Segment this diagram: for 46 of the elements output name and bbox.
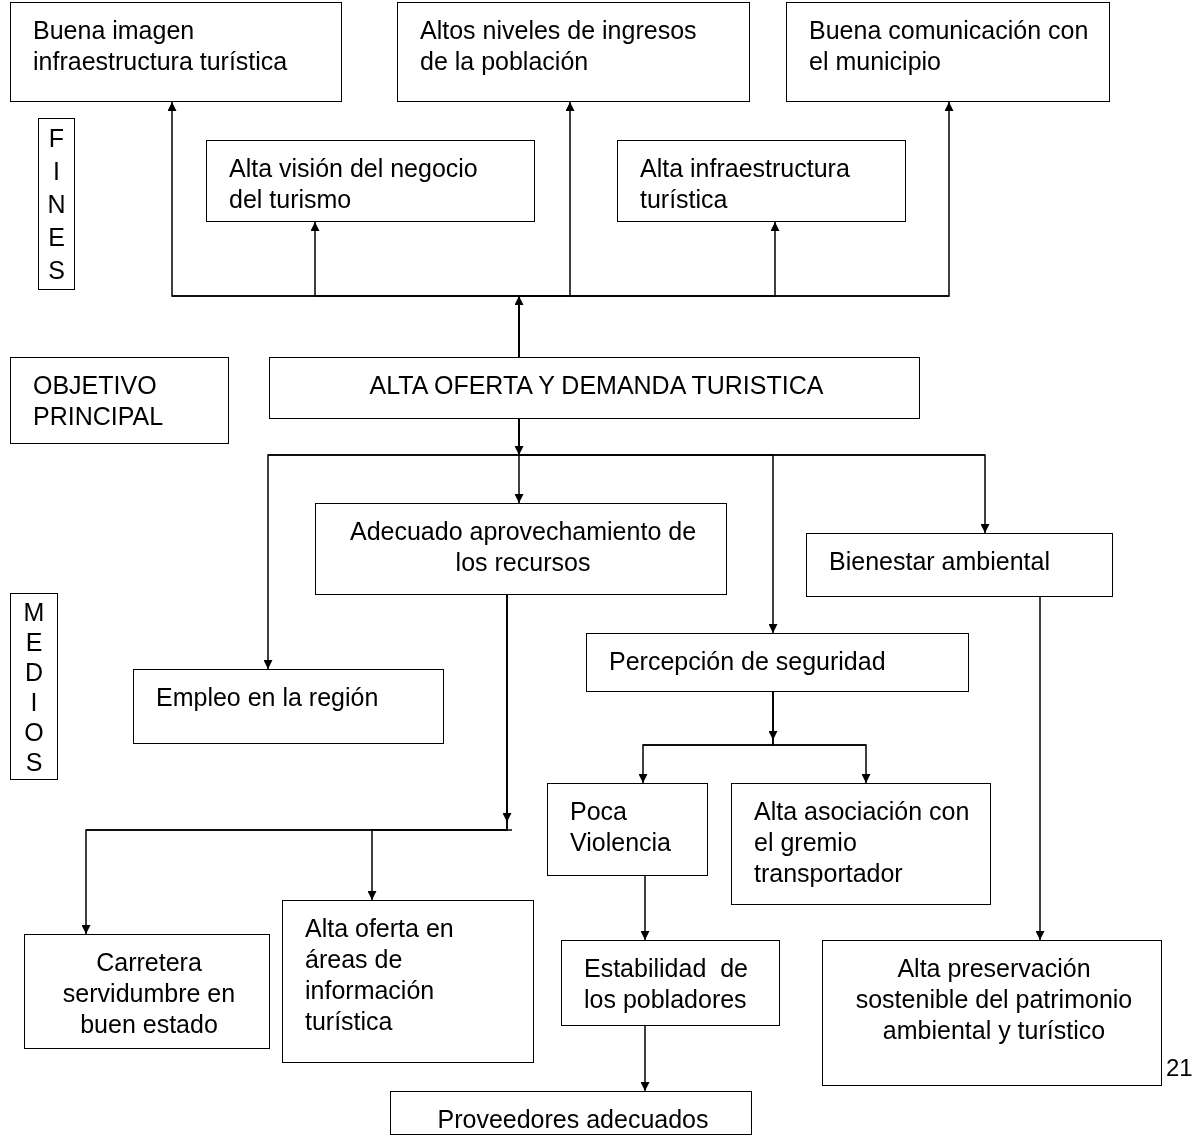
process-box	[206, 140, 535, 222]
process-box	[561, 940, 780, 1026]
arrow	[1035, 596, 1045, 941]
process-box	[822, 940, 1162, 1086]
process-box	[617, 140, 906, 222]
section-label: FINES	[46, 122, 67, 286]
page-number: 21	[1166, 1054, 1193, 1082]
process-box	[397, 2, 750, 102]
node-text: Poca Violencia	[570, 796, 672, 858]
node-text: Bienestar ambiental	[829, 546, 1050, 577]
node-text: Alta infraestructura turística	[640, 153, 851, 215]
node-text: Buena comunicación con el municipio	[809, 15, 1090, 77]
process-box	[10, 357, 229, 444]
process-box	[731, 783, 991, 905]
node-text: Alta preservación sostenible del patrimonio ambiental y turístico	[854, 953, 1134, 1046]
process-box	[10, 2, 342, 102]
process-box	[24, 934, 270, 1049]
node-text: Alta oferta en áreas de información turística	[305, 913, 455, 1037]
process-box	[586, 633, 969, 692]
node-text: Estabilidad de los pobladores	[584, 953, 749, 1015]
node-text: Percepción de seguridad	[609, 646, 886, 677]
node-text: Proveedores adecuados	[437, 1104, 709, 1135]
process-box	[133, 669, 444, 744]
process-box	[269, 357, 920, 419]
node-text: Alta visión del negocio del turismo	[229, 153, 479, 215]
arrow	[640, 1025, 650, 1092]
node-text: OBJETIVO PRINCIPAL	[33, 370, 165, 432]
process-box	[786, 2, 1110, 102]
node-text: Empleo en la región	[156, 682, 379, 713]
arrow	[367, 594, 508, 901]
node-text: Buena imagen infraestructura turística	[33, 15, 289, 77]
node-text: Carretera servidumbre en buen estado	[61, 947, 237, 1040]
process-box	[806, 533, 1113, 597]
node-text: Alta asociación con el gremio transportador	[754, 796, 971, 889]
section-label: MEDIOS	[22, 596, 46, 777]
section-label-box	[10, 593, 58, 780]
process-box	[390, 1091, 752, 1135]
node-text: Altos niveles de ingresos de la población	[420, 15, 698, 77]
process-box	[547, 783, 708, 876]
section-label-box	[38, 118, 75, 290]
node-text: Adecuado aprovechamiento de los recursos	[348, 516, 698, 578]
arrow	[640, 875, 650, 941]
node-text: ALTA OFERTA Y DEMANDA TURISTICA	[369, 370, 824, 401]
process-box	[315, 503, 727, 595]
arrow	[772, 691, 871, 784]
process-box	[282, 900, 534, 1063]
